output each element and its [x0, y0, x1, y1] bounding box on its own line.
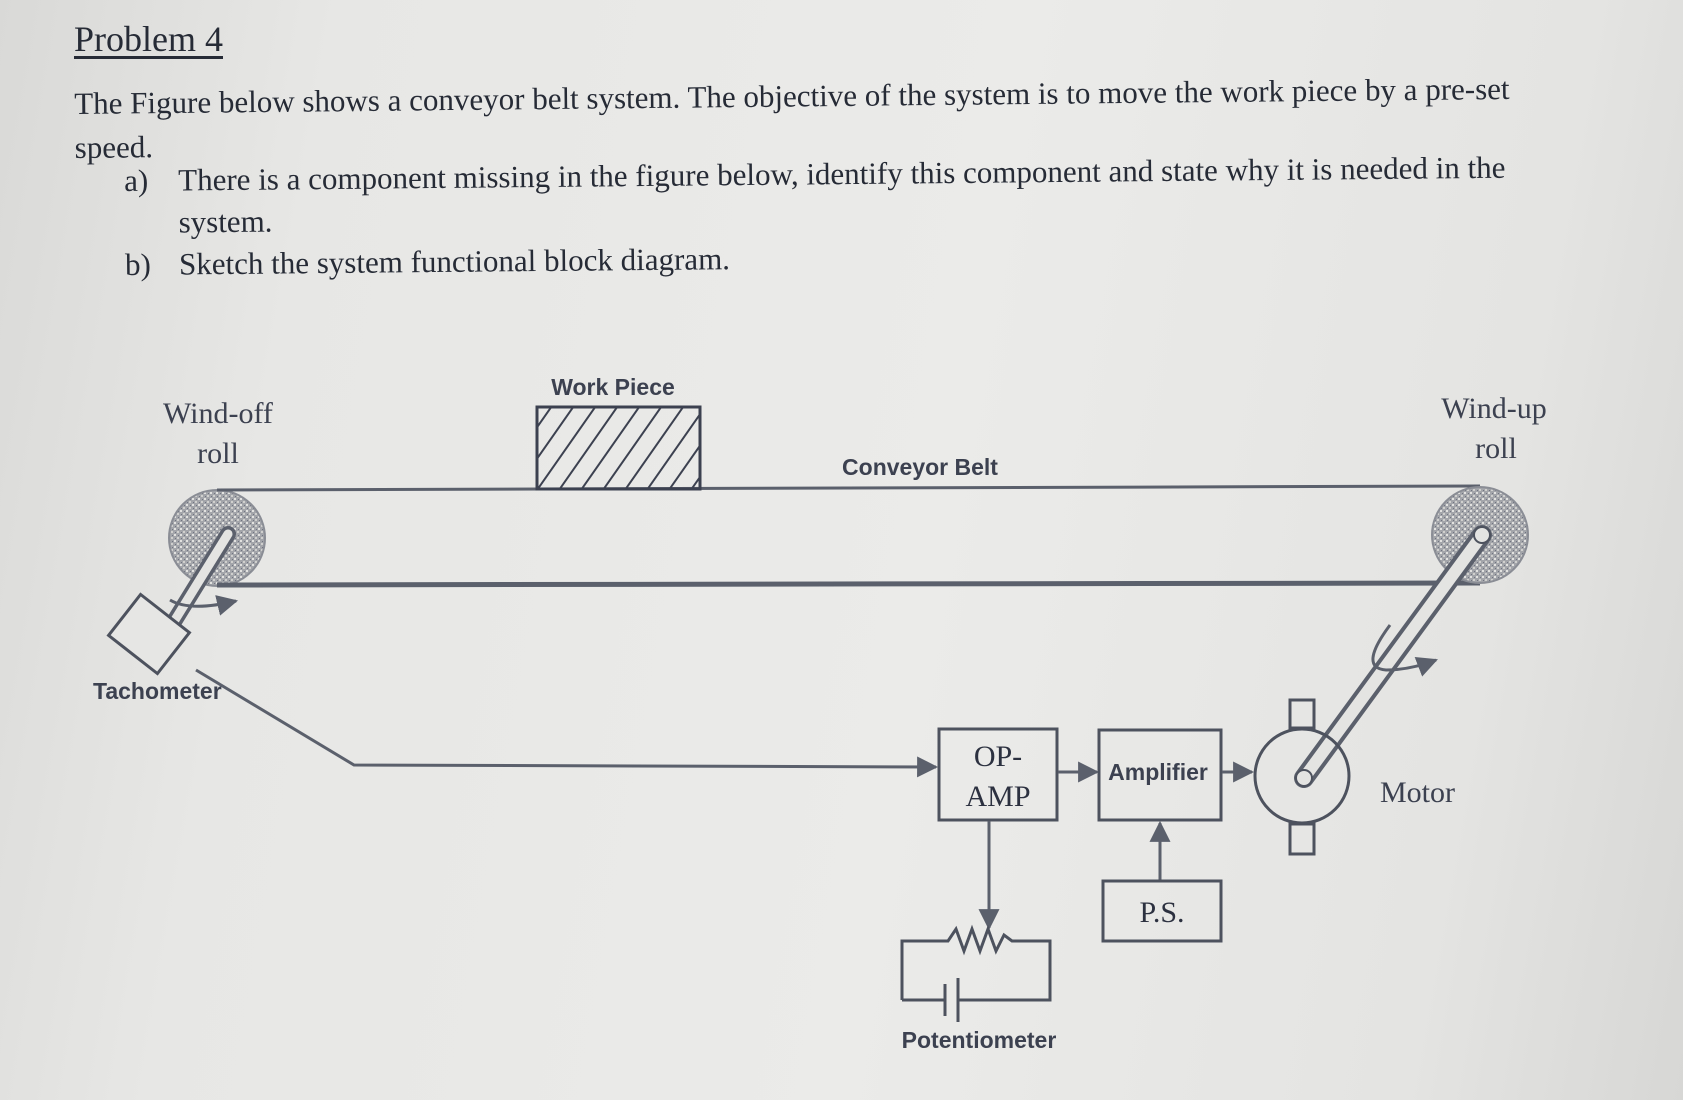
- amplifier-block: [1097, 728, 1223, 822]
- amplifier-label: Amplifier: [1108, 759, 1208, 785]
- conveyor-belt: [216, 484, 1481, 588]
- work-piece: [535, 405, 702, 491]
- feedback-line: [195, 668, 939, 778]
- wind-up-label-line2: roll: [1475, 432, 1517, 465]
- wind-off-label-line2: roll: [197, 437, 239, 470]
- work-piece-label: Work Piece: [551, 374, 675, 400]
- wind-up-label-line1: Wind-up: [1441, 392, 1546, 425]
- opamp-label-line2: AMP: [965, 780, 1030, 813]
- potentiometer-label: Potentiometer: [902, 1027, 1057, 1053]
- power-supply-block: [1101, 820, 1223, 943]
- potentiometer-circuit: [900, 924, 1052, 1022]
- conveyor-belt-label: Conveyor Belt: [842, 454, 998, 480]
- tachometer: [106, 592, 192, 676]
- opamp-label-line1: OP-: [974, 740, 1022, 773]
- opamp-block: [937, 727, 1059, 822]
- problem-heading: Problem 4: [74, 19, 223, 59]
- motor-label: Motor: [1380, 776, 1455, 809]
- motor: [1253, 525, 1492, 856]
- wind-off-roll: [162, 489, 266, 636]
- wind-off-label-line1: Wind-off: [163, 397, 273, 430]
- ps-label: P.S.: [1139, 896, 1184, 929]
- tachometer-label: Tachometer: [93, 678, 222, 704]
